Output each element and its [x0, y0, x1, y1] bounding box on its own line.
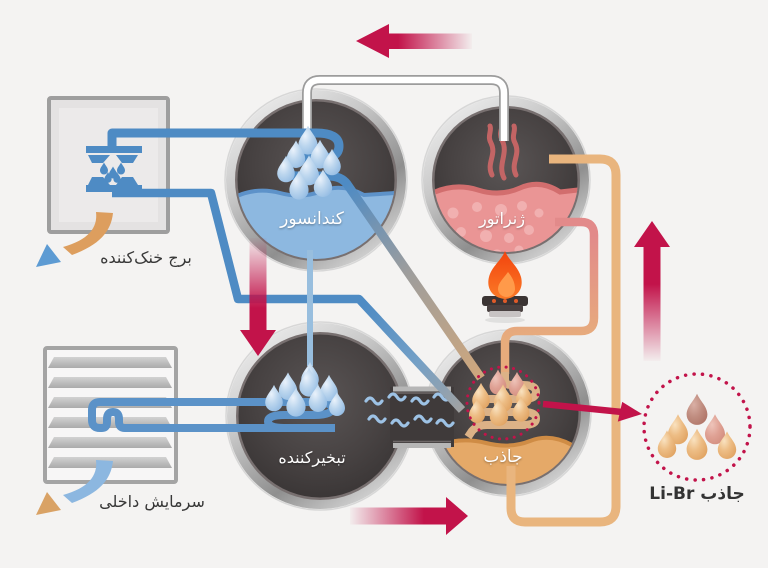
libr-label: جاذب Li-Br: [649, 484, 744, 504]
absorber-liquid: [437, 435, 573, 484]
solution-pipe-generator-to-absorber: [500, 217, 599, 374]
generator-label: ژنراتور: [478, 209, 525, 229]
cooling-tower-box: [47, 96, 170, 234]
evaporator-label: تبخیرکننده: [278, 448, 345, 468]
absorber-label: جاذب: [483, 447, 522, 467]
flow-arrow-right: [350, 497, 468, 535]
condenser-label: کندانسور: [279, 209, 345, 229]
generator-vessel: [421, 95, 591, 265]
flow-arrow-left: [356, 24, 472, 58]
cool-air-out-arrow: [36, 460, 113, 515]
vapor-pipe-condenser-generator: [302, 75, 509, 141]
generator-liquid: [434, 181, 578, 252]
indoor-cooling-label: سرمایش داخلی: [99, 492, 205, 512]
flow-arrow-up: [634, 221, 670, 361]
absorber-dotted-circle: [465, 365, 541, 441]
cooling-tower-fill-icon: [86, 146, 142, 192]
cooling-tower-label: برج خنک‌کننده: [100, 248, 192, 268]
hot-air-out-arrow: [36, 212, 113, 267]
cool-air-arrowhead-icon: [36, 492, 61, 515]
libr-flow-arrow: [542, 400, 642, 422]
cooling-water-return-pipe: [112, 188, 466, 413]
libr-dotted-circle: [642, 372, 752, 482]
flame-icon: [488, 251, 522, 299]
hot-air-arrowhead-icon: [36, 244, 61, 267]
vapor-waves-icon: [364, 392, 455, 428]
burner-icon: [482, 296, 528, 323]
generator-bubbles: [447, 201, 544, 252]
refrigerant-drip-pipe: [301, 250, 319, 389]
flow-arrow-down: [240, 238, 276, 356]
solution-pipe-absorber-to-generator: [506, 154, 621, 527]
